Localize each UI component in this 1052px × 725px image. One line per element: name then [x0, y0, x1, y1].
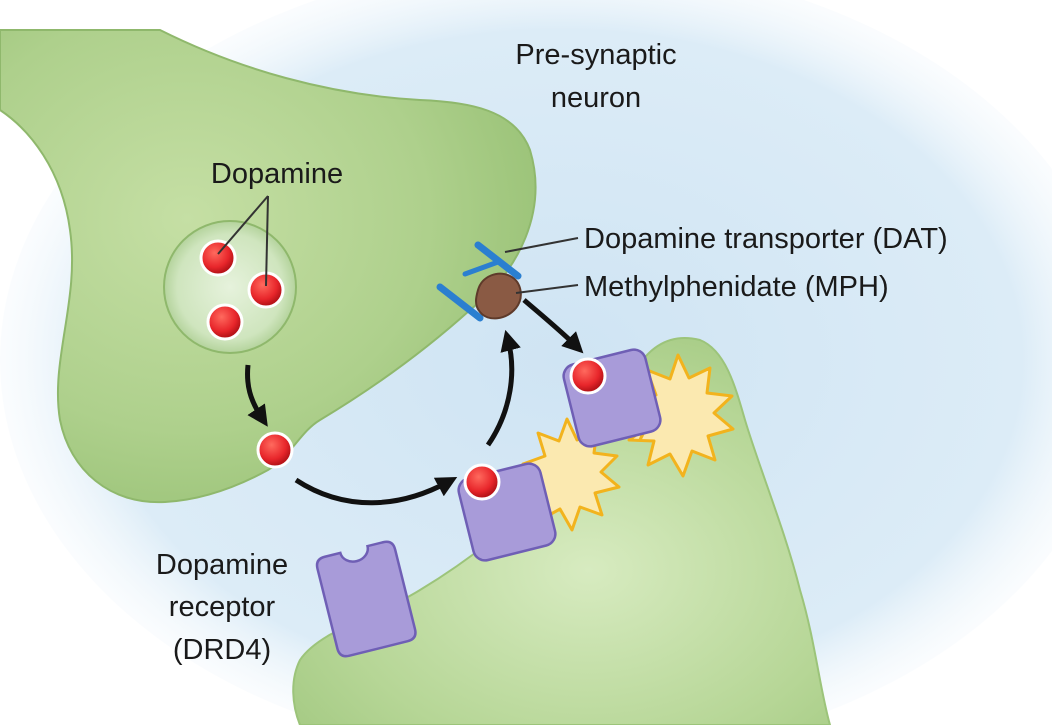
blocked-arrow — [522, 298, 584, 354]
dat-leader-line — [504, 237, 579, 253]
presynaptic-label-line2: neuron — [551, 82, 641, 114]
dopamine-molecule — [199, 239, 237, 277]
dopamine-transporter — [436, 241, 522, 322]
bound-dopamine-molecule — [463, 463, 501, 501]
dopamine-leader-line — [265, 195, 269, 287]
receptor-label-line2: receptor — [169, 591, 276, 623]
released-dopamine-molecule — [256, 431, 294, 469]
receptor-label-line3: (DRD4) — [173, 634, 271, 666]
dopamine-vesicle — [163, 220, 297, 354]
dopamine-molecule — [206, 303, 244, 341]
bound-dopamine-molecule — [569, 357, 607, 395]
mph-label: Methylphenidate (MPH) — [584, 271, 889, 303]
dopamine-label: Dopamine — [211, 158, 343, 190]
receptor-label-line1: Dopamine — [156, 549, 288, 581]
diffusion-arrow — [294, 477, 458, 506]
mph-leader-line — [515, 284, 579, 294]
dopamine-leader-line — [217, 195, 269, 255]
reuptake-arrow — [485, 329, 521, 447]
unbound-receptor — [315, 540, 417, 658]
dat-label: Dopamine transporter (DAT) — [584, 223, 948, 255]
methylphenidate-molecule — [475, 272, 522, 320]
release-arrow — [245, 364, 268, 427]
presynaptic-label-line1: Pre-synaptic — [515, 39, 676, 71]
